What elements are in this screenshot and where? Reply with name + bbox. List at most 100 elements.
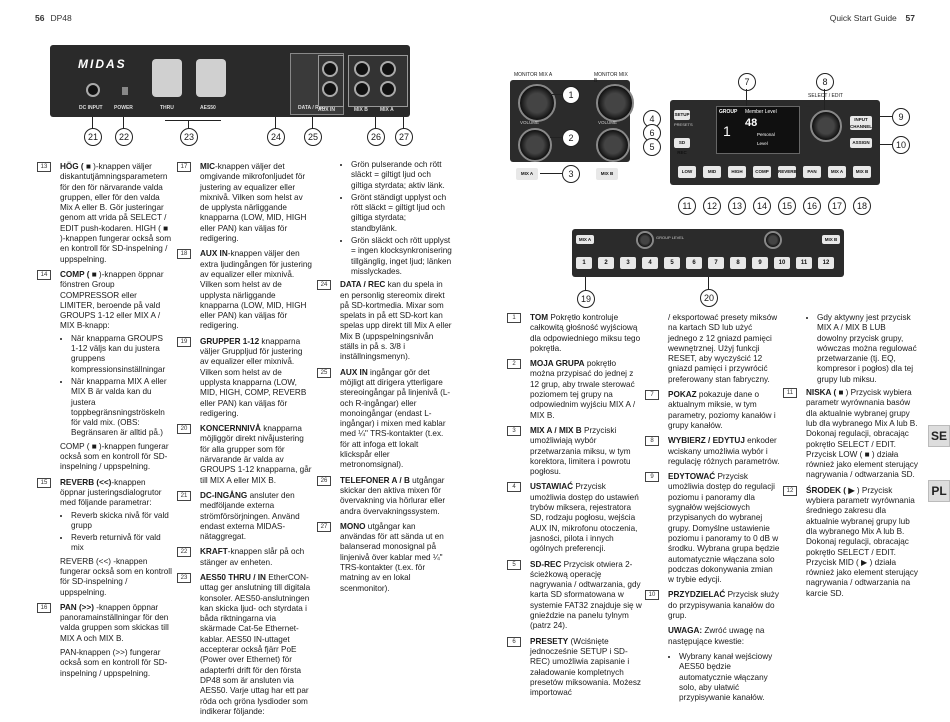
reverb-button: REVERB (778, 166, 797, 178)
screen-group: GROUP (719, 109, 738, 115)
mix-b-button-front: MIX B (596, 168, 618, 180)
volume-label-b: VOLUME (598, 120, 618, 125)
monitor-mix-a-label: MONITOR MIX A (514, 72, 553, 78)
group-button-11: 11 (796, 257, 812, 269)
strip-mix-a-button: MIX A (576, 235, 594, 244)
input-channel-button: INPUT CHANNEL (850, 116, 872, 130)
right-page-header: Quick Start Guide 57 (830, 13, 915, 23)
select-edit-label: SELECT / EDIT (808, 93, 843, 99)
screen-level: Level (757, 141, 768, 146)
group-button-7: 7 (708, 257, 724, 269)
mix-b-mono-jack (354, 61, 370, 77)
aux-in-label: AUX IN (318, 107, 335, 113)
pan-button: PAN (803, 166, 821, 178)
callout-9: 9 (892, 108, 910, 126)
column-3: Grön pulserande och rött släckt = giltig… (317, 160, 452, 599)
mid-button: MID (703, 166, 721, 178)
comp-button: COMP (753, 166, 771, 178)
callout-26: 26 (367, 128, 385, 146)
rear-panel-illustration: MIDAS DC INPUT POWER THRU AES50 DATA / R… (50, 45, 410, 117)
data-rec-label: DATA / REC (298, 105, 326, 111)
group-button-10: 10 (774, 257, 790, 269)
thru-connector (152, 59, 182, 97)
screen-member-level: Member Level (745, 109, 777, 115)
mix-b-label: MIX B (354, 107, 368, 113)
midas-logo: MIDAS (78, 57, 127, 71)
volume-knob-a (518, 84, 556, 122)
callout-2: 2 (562, 129, 580, 147)
left-page-number: 56 (35, 13, 45, 23)
callout-10: 10 (892, 136, 910, 154)
strip-mix-b-button: MIX B (822, 235, 840, 244)
group-button-1: 1 (576, 257, 592, 269)
display-screen: GROUP Member Level 1 48 Personal Level (716, 106, 800, 154)
group-button-6: 6 (686, 257, 702, 269)
callout-21: 21 (84, 128, 102, 146)
screen-personal: Personal (757, 132, 775, 137)
power-switch (122, 87, 128, 95)
group-button-5: 5 (664, 257, 680, 269)
mix-a-phones-jack (380, 81, 396, 97)
right-page-title: Quick Start Guide (829, 13, 897, 23)
aux-in-jack-r (322, 81, 338, 97)
callout-8: 8 (816, 73, 834, 91)
callout-22: 22 (115, 128, 133, 146)
mix-a-label: MIX A (380, 107, 394, 113)
group-level-knob-a (636, 231, 654, 249)
group-level-knob-b (764, 231, 782, 249)
aes50-label: AES50 (200, 105, 216, 111)
dc-input-jack (86, 83, 100, 97)
aux-in-jack-l (322, 61, 338, 77)
volume-knob-b (596, 84, 634, 122)
assign-button: ASSIGN (850, 138, 872, 148)
callout-18: 18 (853, 197, 871, 215)
right-page-number: 57 (905, 13, 915, 23)
sd-rec-button: SD REC (674, 138, 690, 155)
my-group-knob-a (518, 128, 552, 162)
group-button-4: 4 (642, 257, 658, 269)
mix-a-button-front: MIX A (516, 168, 538, 180)
callout-17: 17 (828, 197, 846, 215)
dc-input-label: DC INPUT (79, 105, 103, 111)
select-edit-knob (810, 110, 842, 142)
setup-button: SETUP (674, 110, 690, 120)
column-5: / eksportować presety miksów na kartach … (645, 313, 780, 706)
screen-group-number: 1 (723, 123, 731, 139)
mix-b-button: MIX B (853, 166, 871, 178)
callout-12: 12 (703, 197, 721, 215)
callout-3: 3 (562, 165, 580, 183)
callout-20: 20 (700, 289, 718, 307)
callout-25: 25 (304, 128, 322, 146)
language-tab-pl[interactable]: PL (928, 480, 950, 502)
callout-27: 27 (395, 128, 413, 146)
control-surface: SETUP PRESETS SD REC GROUP Member Level … (670, 93, 880, 185)
mix-a-mono-jack (380, 61, 396, 77)
group-button-8: 8 (730, 257, 746, 269)
callout-7: 7 (738, 73, 756, 91)
low-button: LOW (678, 166, 696, 178)
callout-14: 14 (753, 197, 771, 215)
group-button-3: 3 (620, 257, 636, 269)
callout-11: 11 (678, 197, 696, 215)
power-label: POWER (114, 105, 133, 111)
monitor-knob-panel: MONITOR MIX A MONITOR MIX B VOLUME VOLUM… (510, 72, 634, 162)
thru-label: THRU (160, 105, 174, 111)
group-button-9: 9 (752, 257, 768, 269)
monitor-mix-b-label: MONITOR MIX B (594, 72, 628, 84)
callout-13: 13 (728, 197, 746, 215)
mix-b-phones-jack (354, 81, 370, 97)
callout-5: 5 (643, 138, 661, 156)
language-tab-se[interactable]: SE (928, 425, 950, 447)
column-6: Gdy aktywny jest przycisk MIX A / MIX B … (783, 313, 918, 604)
callout-24: 24 (267, 128, 285, 146)
volume-label-a: VOLUME (520, 120, 540, 125)
callout-16: 16 (803, 197, 821, 215)
group-button-12: 12 (818, 257, 834, 269)
callout-19: 19 (577, 290, 595, 308)
